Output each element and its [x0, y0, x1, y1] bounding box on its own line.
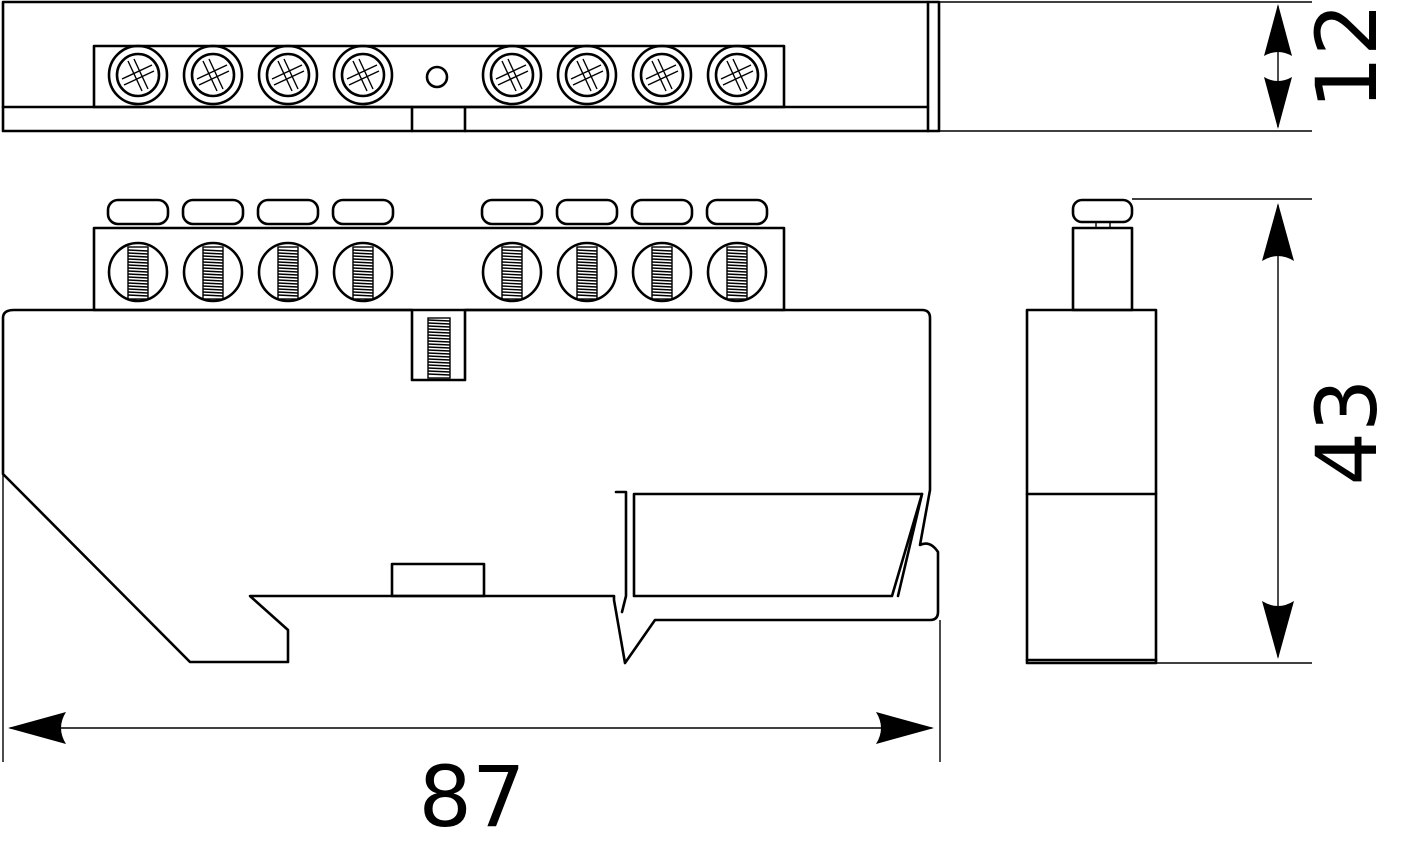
height-arrow-top-icon: [1262, 203, 1294, 261]
depth-arrow-top-icon: [1264, 4, 1292, 56]
cross-head-screw-icon: [631, 44, 693, 106]
screw-cap: [555, 198, 619, 226]
front-view-spring: [614, 490, 628, 614]
screw-cap: [106, 198, 170, 226]
front-view-rail-tab: [390, 562, 486, 598]
threaded-hole: [556, 241, 618, 303]
cross-head-screw-icon: [257, 44, 319, 106]
side-view-body: [1025, 308, 1158, 665]
height-arrow-bottom-icon: [1262, 601, 1294, 659]
top-view-busbar: [92, 44, 786, 109]
cross-head-screw-icon: [332, 44, 394, 106]
side-view-busbar: [1071, 226, 1134, 312]
top-view-mount-hole: [425, 65, 449, 89]
width-arrow-left-icon: [8, 712, 66, 744]
threaded-hole: [706, 241, 768, 303]
screw-cap: [480, 198, 544, 226]
screw-cap: [181, 198, 245, 226]
threaded-hole: [107, 241, 169, 303]
front-view: 87: [1, 198, 941, 846]
cross-head-screw-icon: [556, 44, 618, 106]
threaded-hole: [332, 241, 394, 303]
cross-head-screw-icon: [107, 44, 169, 106]
front-view-screw-caps: [106, 198, 769, 226]
threaded-hole: [631, 241, 693, 303]
top-view: [1, 0, 941, 133]
width-dimension-label: 87: [419, 748, 526, 846]
front-view-clip: [632, 492, 924, 598]
width-arrow-right-icon: [876, 712, 934, 744]
height-dimension-label: 43: [1298, 379, 1396, 486]
depth-dimension-label: 12: [1298, 3, 1396, 110]
screw-cap: [705, 198, 769, 226]
front-view-centre-thread: [427, 317, 451, 379]
front-view-body: [1, 308, 940, 665]
front-view-latch: [896, 492, 924, 598]
front-view-threaded-holes: [107, 241, 768, 303]
side-view: 43: [1025, 198, 1396, 665]
screw-cap: [256, 198, 320, 226]
threaded-hole: [257, 241, 319, 303]
screw-cap: [331, 198, 395, 226]
side-view-screw-cap: [1071, 198, 1134, 224]
cross-head-screw-icon: [182, 44, 244, 106]
depth-dimension: 12: [940, 1, 1396, 132]
front-view-busbar: [92, 226, 786, 312]
top-view-screws: [107, 44, 768, 106]
cross-head-screw-icon: [706, 44, 768, 106]
top-view-outline: [1, 0, 941, 133]
threaded-hole: [481, 241, 543, 303]
cross-head-screw-icon: [481, 44, 543, 106]
screw-cap: [630, 198, 694, 226]
threaded-hole: [182, 241, 244, 303]
depth-arrow-bottom-icon: [1264, 77, 1292, 129]
